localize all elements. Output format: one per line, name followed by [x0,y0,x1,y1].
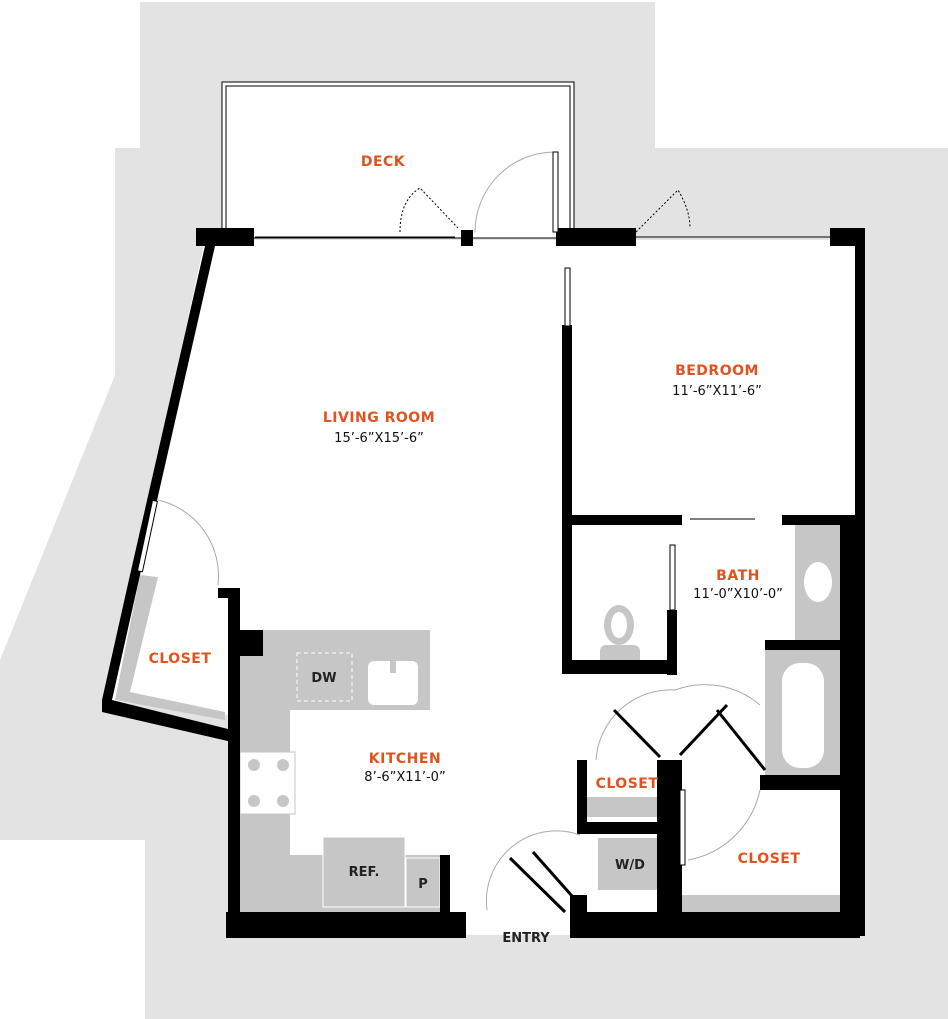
closet-bath-label: CLOSET [738,851,801,867]
dishwasher-label: DW [311,671,336,686]
angled-doors [508,703,767,914]
door-leaves [136,151,830,866]
entry-label: ENTRY [502,931,550,946]
refrigerator [322,836,406,908]
kitchen-label: KITCHEN [369,751,441,767]
bedroom-dimensions: 11’-6”X11’-6” [672,384,762,399]
pantry-label: P [418,877,428,892]
deck-area [221,81,575,239]
kitchen-dimensions: 8’-6”X11’-0” [364,770,445,785]
refrigerator-label: REF. [349,865,380,880]
door-swings [157,151,761,911]
kitchen-sink [368,661,418,705]
bedroom-label: BEDROOM [675,363,759,379]
dishwasher [296,652,353,702]
living-room-label: LIVING ROOM [323,410,435,426]
closet-hall-shelf [587,797,667,817]
walls [102,228,865,938]
washer-dryer-label: W/D [615,858,645,873]
bath-dimensions: 11’-0”X10’-0” [693,587,783,602]
w-d-unit [598,838,662,890]
living-room-dimensions: 15’-6”X15’-6” [334,431,424,446]
bathtub [782,663,824,768]
closet-living-label: CLOSET [149,651,212,667]
closet-bath-shelf [680,790,855,918]
closet-living-shelf [115,575,225,720]
bath-sink [804,562,832,602]
cooktop-burners [248,759,289,807]
deck-label: DECK [361,154,406,170]
closet-hall-label: CLOSET [596,776,659,792]
pantry [405,857,441,908]
bath-label: BATH [716,568,760,584]
